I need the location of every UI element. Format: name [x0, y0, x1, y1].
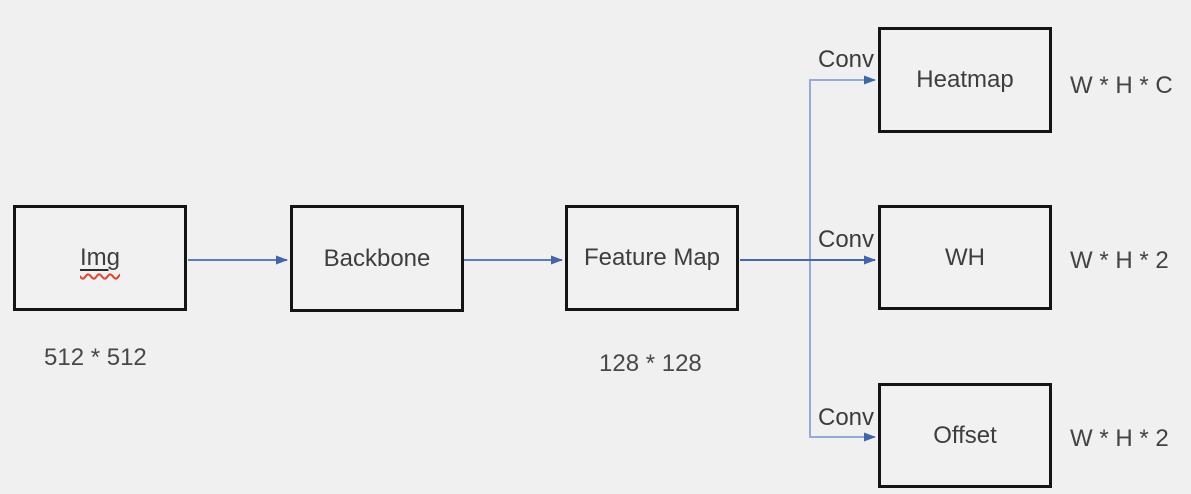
node-backbone-label: Backbone — [323, 244, 431, 272]
node-img: Img — [13, 205, 187, 311]
node-wh: WH — [878, 205, 1052, 310]
node-feature-map-label: Feature Map — [583, 244, 721, 271]
offset-output-shape-label: W * H * 2 — [1070, 425, 1169, 452]
node-offset-label: Offset — [933, 421, 997, 449]
node-heatmap: Heatmap — [878, 27, 1052, 133]
edge-label-conv-middle: Conv — [818, 226, 875, 253]
img-size-label: 512 * 512 — [44, 344, 147, 371]
edge-label-conv-bottom: Conv — [818, 404, 875, 431]
feature-map-size-label: 128 * 128 — [599, 350, 702, 377]
edge-featuremap-to-heatmap — [809, 75, 876, 260]
edge-featuremap-to-offset — [809, 260, 876, 442]
node-img-label: Img — [79, 244, 120, 271]
wh-output-shape-label: W * H * 2 — [1070, 247, 1169, 274]
edge-label-conv-top: Conv — [818, 46, 875, 73]
node-backbone: Backbone — [290, 205, 464, 312]
heatmap-output-shape-label: W * H * C — [1070, 72, 1173, 99]
node-feature-map: Feature Map — [565, 205, 739, 311]
node-offset: Offset — [878, 383, 1052, 488]
node-wh-label: WH — [945, 243, 985, 271]
node-heatmap-label: Heatmap — [916, 66, 1014, 93]
